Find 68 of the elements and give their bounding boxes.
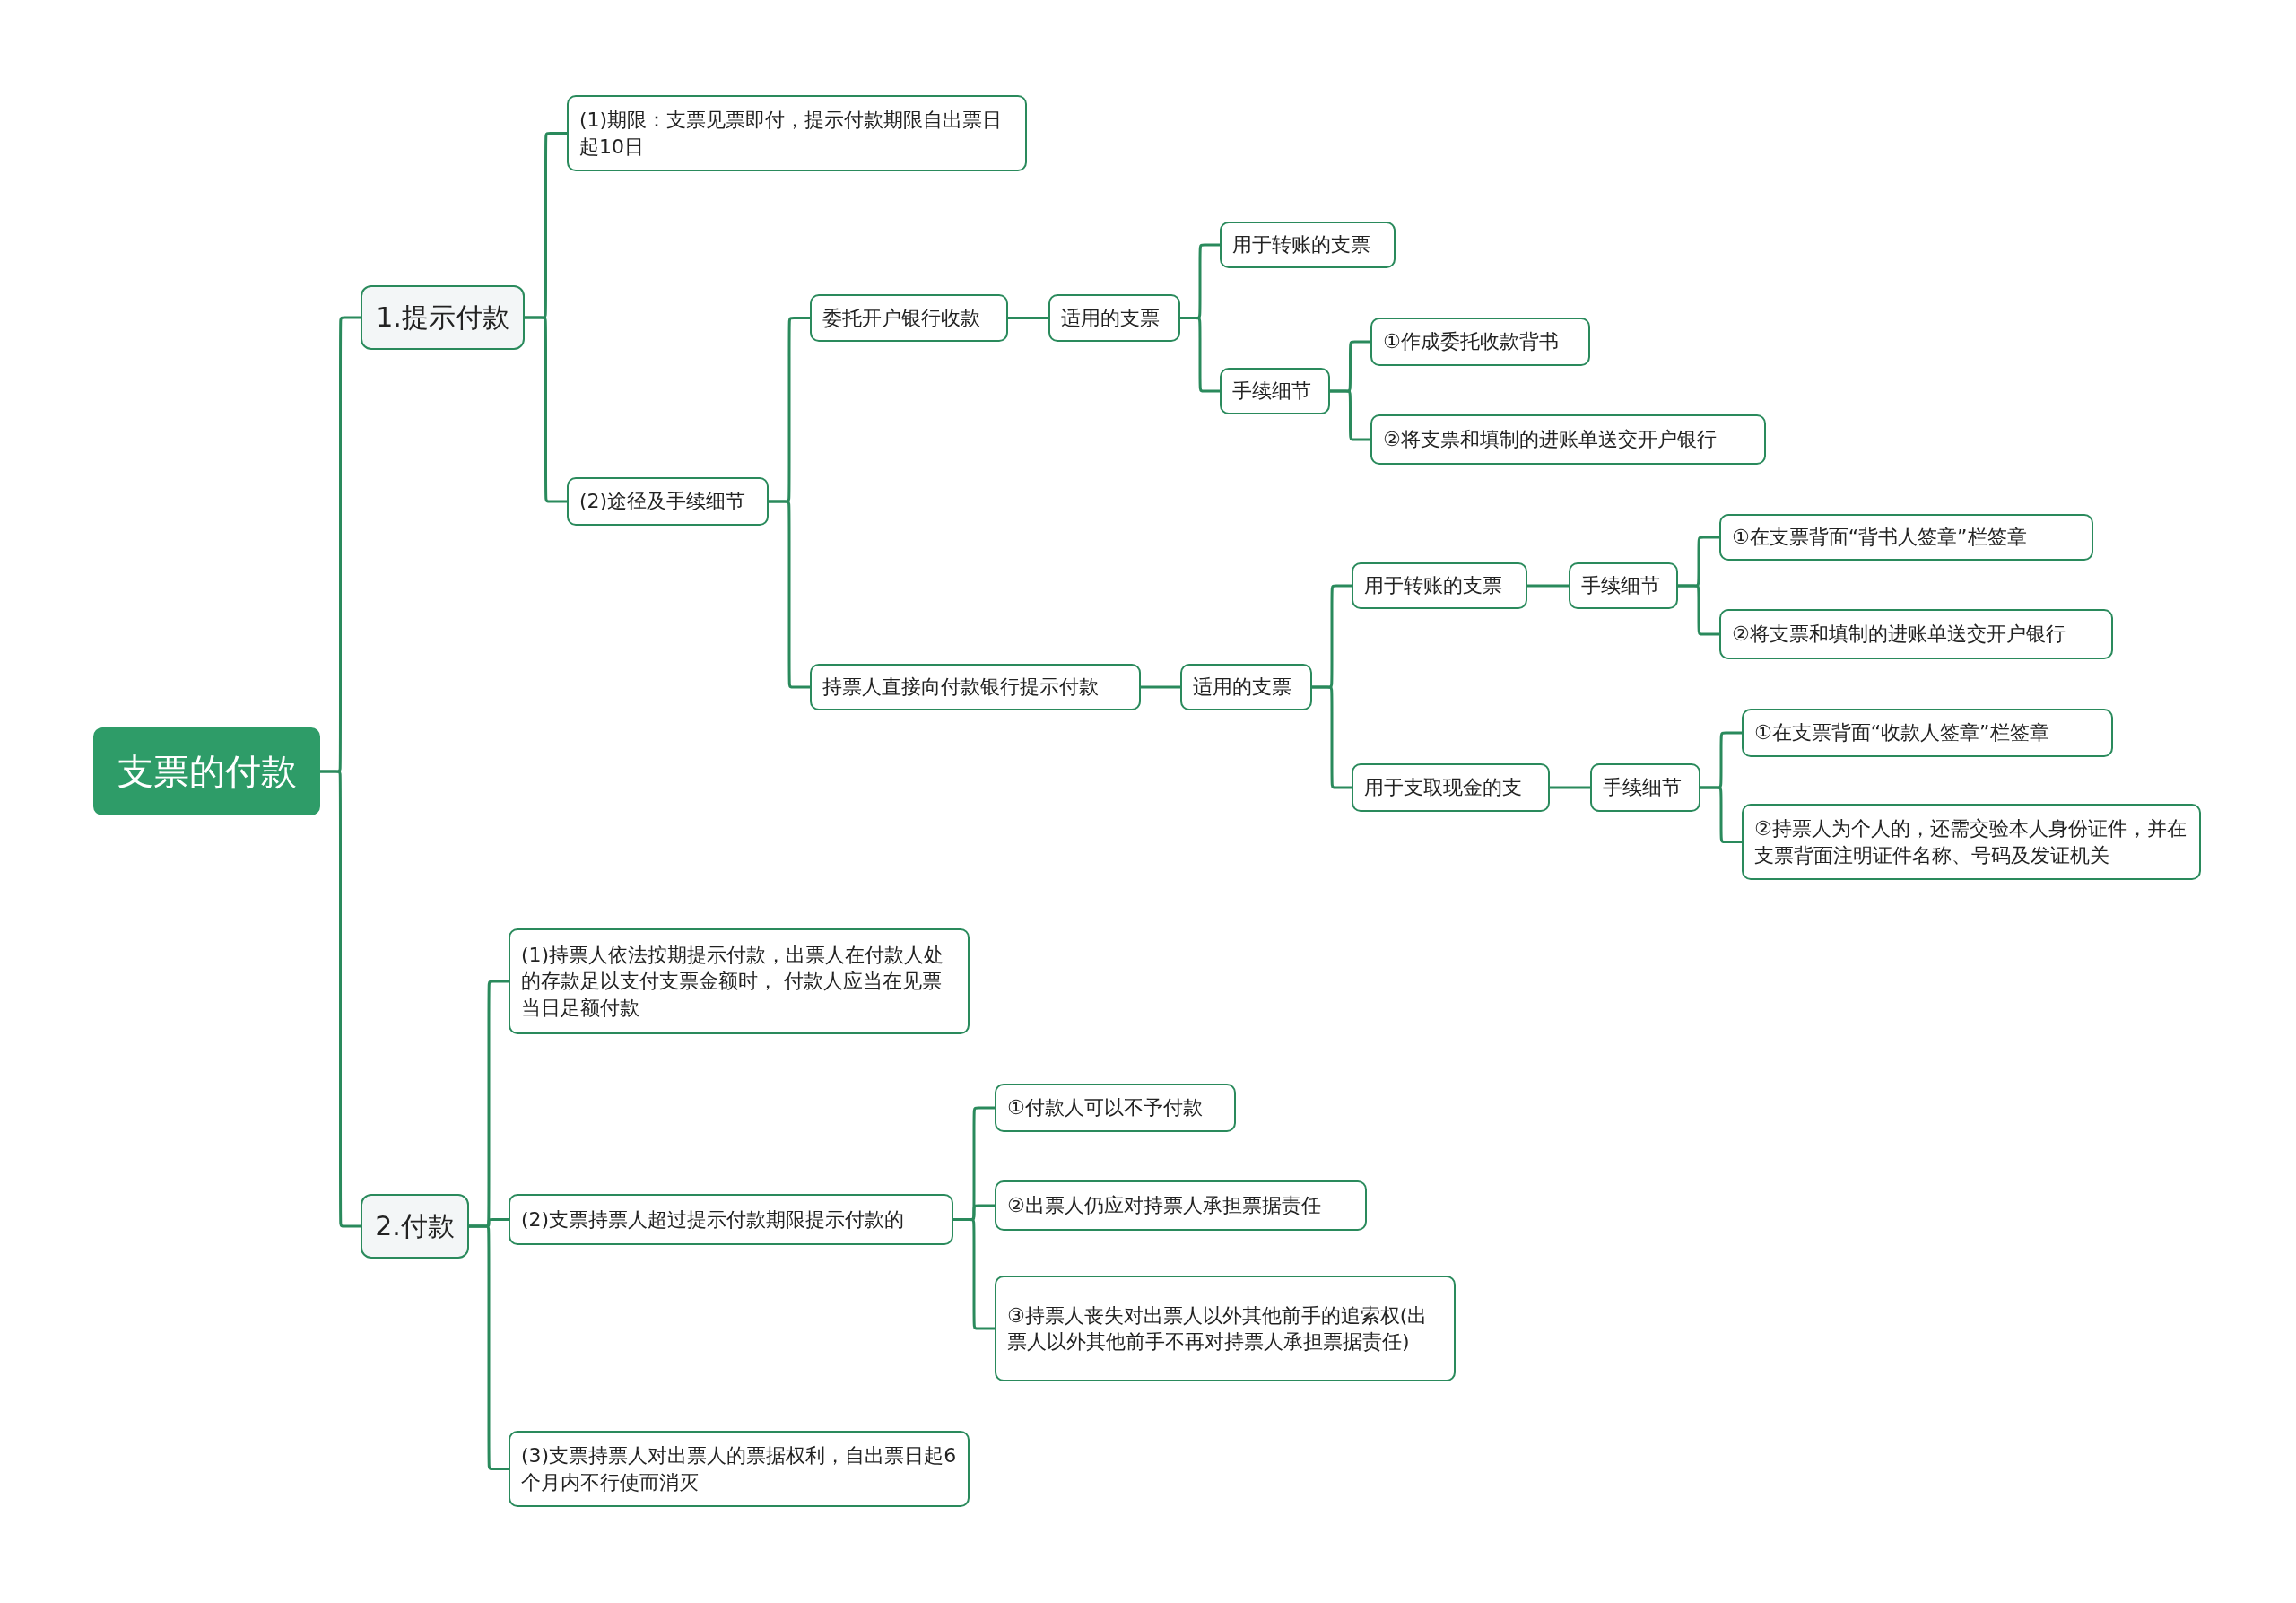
topic-box bbox=[509, 928, 970, 1034]
branch-topic-box bbox=[361, 1194, 469, 1259]
topic-box bbox=[1220, 222, 1396, 268]
topic-box bbox=[995, 1084, 1236, 1132]
branch-topic-box bbox=[361, 285, 525, 350]
connector-line bbox=[769, 500, 810, 689]
topic-box bbox=[1719, 609, 2113, 659]
topic-box bbox=[810, 294, 1008, 342]
connector-line bbox=[1008, 317, 1048, 319]
topic-text: (2)支票持票人超过提示付款期限提示付款的 bbox=[521, 1207, 906, 1233]
topic-text: (1)期限：支票见票即付，提示付款期限自出票日起10日 bbox=[579, 108, 1004, 160]
topic-box bbox=[995, 1180, 1367, 1231]
topic-text: 1.提示付款 bbox=[376, 301, 509, 335]
topic-box bbox=[509, 1194, 953, 1245]
topic-text: ②将支票和填制的进账单送交开户银行 bbox=[1383, 427, 1718, 453]
topic-text: 用于转账的支票 bbox=[1232, 232, 1371, 258]
topic-text: ②持票人为个人的，还需交验本人身份证件，并在支票背面注明证件名称、号码及发证机关 bbox=[1754, 816, 2187, 868]
topic-text: ①付款人可以不予付款 bbox=[1007, 1095, 1204, 1121]
topic-text: (2)途径及手续细节 bbox=[579, 489, 747, 515]
topic-text: (1)持票人依法按期提示付款，出票人在付款人处的存款足以支付支票金额时， 付款人应当在见票当日足额付款 bbox=[521, 943, 945, 1021]
connector-line bbox=[1700, 786, 1742, 843]
connector-line bbox=[1550, 786, 1590, 789]
topic-box bbox=[1180, 664, 1312, 710]
connector-line bbox=[525, 316, 567, 503]
topic-box bbox=[1370, 414, 1766, 465]
topic-box bbox=[1742, 709, 2113, 757]
topic-text: ①在支票背面“收款人签章”栏签章 bbox=[1754, 720, 2050, 746]
topic-text: 支票的付款 bbox=[117, 749, 297, 794]
topic-text: 委托开户银行收款 bbox=[822, 306, 981, 331]
root-topic-box bbox=[93, 727, 320, 815]
topic-text: 用于支取现金的支 bbox=[1364, 775, 1523, 801]
topic-text: 手续细节 bbox=[1232, 379, 1312, 405]
topic-box bbox=[1352, 763, 1550, 812]
connector-line bbox=[320, 770, 361, 1228]
topic-text: ①作成委托收款背书 bbox=[1383, 329, 1560, 355]
connector-line bbox=[1180, 317, 1220, 393]
topic-box bbox=[1220, 368, 1330, 414]
topic-text: 2.付款 bbox=[375, 1209, 455, 1244]
topic-box bbox=[1370, 318, 1590, 366]
topic-text: 手续细节 bbox=[1581, 573, 1661, 599]
topic-text: ①在支票背面“背书人签章”栏签章 bbox=[1732, 525, 2028, 551]
topic-box bbox=[567, 95, 1027, 171]
topic-box bbox=[567, 477, 769, 526]
topic-box bbox=[1742, 804, 2201, 880]
topic-text: ②出票人仍应对持票人承担票据责任 bbox=[1007, 1193, 1322, 1219]
topic-box bbox=[1590, 763, 1700, 812]
connector-line bbox=[469, 1224, 509, 1470]
topic-text: ③持票人丧失对出票人以外其他前手的追索权(出票人以外其他前手不再对持票人承担票据责任) bbox=[1007, 1302, 1429, 1355]
connector-line bbox=[1678, 584, 1719, 636]
topic-box bbox=[1719, 514, 2093, 561]
topic-text: 适用的支票 bbox=[1193, 675, 1292, 701]
topic-text: (3)支票持票人对出票人的票据权利，自出票日起6个月内不行使而消灭 bbox=[521, 1443, 957, 1495]
topic-text: 适用的支票 bbox=[1061, 306, 1161, 331]
topic-box bbox=[509, 1431, 970, 1507]
connector-line bbox=[1141, 685, 1180, 689]
connector-line bbox=[953, 1218, 995, 1330]
topic-text: 用于转账的支票 bbox=[1364, 573, 1503, 599]
topic-box bbox=[1569, 562, 1678, 609]
topic-text: 手续细节 bbox=[1603, 775, 1683, 801]
connector-line bbox=[1330, 389, 1370, 441]
topic-box bbox=[810, 664, 1141, 710]
topic-box bbox=[995, 1276, 1456, 1381]
topic-text: ②将支票和填制的进账单送交开户银行 bbox=[1732, 622, 2066, 648]
topic-box bbox=[1352, 562, 1527, 609]
connector-line bbox=[1527, 584, 1569, 588]
topic-text: 持票人直接向付款银行提示付款 bbox=[822, 675, 1100, 701]
topic-box bbox=[1048, 294, 1180, 342]
connector-line bbox=[1312, 685, 1352, 789]
